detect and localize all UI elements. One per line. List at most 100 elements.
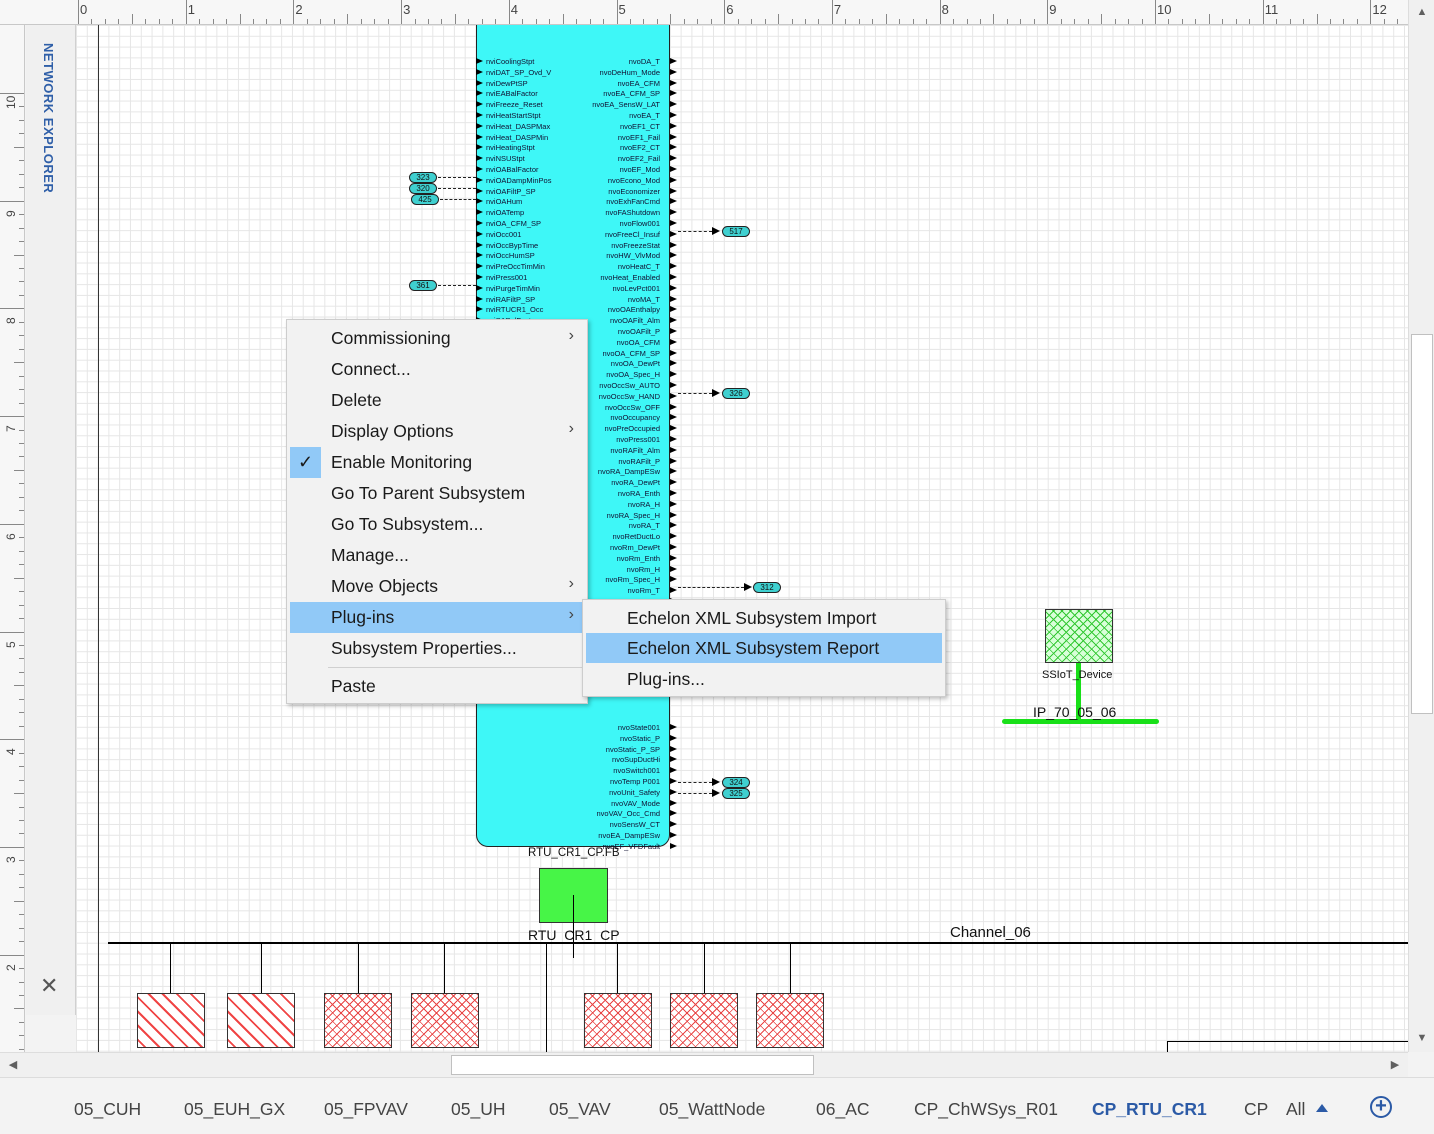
menu-item[interactable]: Subsystem Properties... <box>290 633 584 664</box>
connection-badge[interactable]: 425 <box>411 194 439 205</box>
output-pin-label[interactable]: nvoEA_T <box>629 111 660 120</box>
output-pin-label[interactable]: nvoStatic_P_SP <box>605 744 660 754</box>
output-pin-label[interactable]: nvoStatic_P <box>619 733 660 743</box>
output-pin-label[interactable]: nvoRetDuctLo <box>612 532 660 542</box>
page-tab[interactable]: 05_VAV <box>549 1099 611 1119</box>
output-pin-label[interactable]: nvoOccSw_HAND <box>598 391 660 401</box>
input-pin-label[interactable]: nviPreOccTimMin <box>486 262 545 272</box>
output-pin-label[interactable]: nvoSensW_CT <box>609 820 660 830</box>
output-pin-label[interactable]: nvoHeatC_T <box>617 262 660 272</box>
input-pin-label[interactable]: nviOAHum <box>486 197 523 207</box>
output-pin-label[interactable]: nvoEF1_CT <box>619 121 660 131</box>
device-shape[interactable] <box>670 993 738 1048</box>
output-pin-label[interactable]: nvoOccupancy <box>610 413 660 423</box>
input-pin-label[interactable]: nviHeat_DASPMax <box>486 121 551 131</box>
channel-bus-line[interactable] <box>108 942 1408 944</box>
output-pin-label[interactable]: nvoRA_Spec_H <box>606 510 660 520</box>
page-tab[interactable]: CP_ChWSys_R01 <box>914 1099 1058 1119</box>
output-pin-label[interactable]: nvoEcono_Mod <box>607 175 660 185</box>
vertical-scrollbar[interactable]: ▲ ▼ <box>1408 0 1434 1052</box>
network-explorer-title[interactable]: NETWORK EXPLORER <box>41 43 56 194</box>
connection-badge[interactable]: 325 <box>722 788 750 799</box>
output-pin-label[interactable]: nvoEconomizer <box>608 186 660 196</box>
output-pin-label[interactable]: nvoHW_VlvMod <box>606 251 660 261</box>
menu-item[interactable]: Manage... <box>290 540 584 571</box>
output-pin-label[interactable]: nvoRA_H <box>627 499 660 509</box>
input-pin-label[interactable]: nviOA_CFM_SP <box>486 219 542 228</box>
output-pin-label[interactable]: nvoEA_DampESw <box>598 831 660 840</box>
input-pin-label[interactable]: nviRTUCR1_Occ <box>486 305 544 315</box>
menu-item[interactable]: Commissioning› <box>290 323 584 354</box>
input-pin-label[interactable]: nviOABalFactor <box>486 165 539 174</box>
output-pin-label[interactable]: nvoOA_Spec_H <box>606 370 660 380</box>
output-pin-label[interactable]: nvoEF1_Fail <box>617 132 660 142</box>
output-pin-label[interactable]: nvoOAEnthalpy <box>607 305 660 315</box>
scroll-right-button[interactable]: ▶ <box>1390 1059 1400 1071</box>
horizontal-scroll-thumb[interactable] <box>451 1055 814 1075</box>
output-pin-label[interactable]: nvoRA_T <box>628 521 660 531</box>
input-pin-label[interactable]: nviOccHumSP <box>486 251 535 261</box>
output-pin-label[interactable]: nvoOAFilt_Alm <box>609 316 660 326</box>
vertical-scroll-thumb[interactable] <box>1411 334 1433 714</box>
page-tab[interactable]: 05_UH <box>451 1099 506 1119</box>
page-tab[interactable]: 06_AC <box>816 1099 870 1119</box>
output-pin-label[interactable]: nvoEF2_Fail <box>617 154 660 164</box>
horizontal-scrollbar[interactable]: ◀ ▶ <box>0 1052 1408 1077</box>
connection-badge[interactable]: 323 <box>409 172 437 183</box>
input-pin-label[interactable]: nviCoolingStpt <box>486 57 535 66</box>
input-pin-label[interactable]: nviHeatingStpt <box>486 143 535 153</box>
all-pages-button[interactable]: All <box>1286 1099 1306 1119</box>
menu-item[interactable]: Display Options› <box>290 416 584 447</box>
output-pin-label[interactable]: nvoEF2_CT <box>619 143 660 153</box>
output-pin-label[interactable]: nvoPreOccupied <box>604 424 660 434</box>
input-pin-label[interactable]: nviPurgeTimMin <box>486 283 540 293</box>
device-shape[interactable] <box>324 993 392 1048</box>
page-tab[interactable]: 05_EUH_GX <box>184 1099 286 1119</box>
page-tab[interactable]: CP_RTU_CR1 <box>1092 1099 1207 1119</box>
ssiot-device-shape[interactable] <box>1045 609 1113 663</box>
output-pin-label[interactable]: nvoVAV_Occ_Cmd <box>596 809 661 819</box>
device-shape[interactable] <box>756 993 824 1048</box>
output-pin-label[interactable]: nvoHeat_Enabled <box>600 273 660 282</box>
output-pin-label[interactable]: nvoSupDuctHi <box>612 755 660 765</box>
input-pin-label[interactable]: nviHeat_DASPMin <box>486 132 549 142</box>
connection-badge[interactable]: 320 <box>409 183 437 194</box>
output-pin-label[interactable]: nvoEA_SensW_LAT <box>592 100 660 110</box>
output-pin-label[interactable]: nvoExhFanCmd <box>606 197 660 207</box>
input-pin-label[interactable]: nviPress001 <box>486 273 528 282</box>
output-pin-label[interactable]: nvoEA_CFM <box>617 78 660 88</box>
input-pin-label[interactable]: nviFreeze_Reset <box>486 100 543 110</box>
menu-item[interactable]: Go To Parent Subsystem <box>290 478 584 509</box>
device-shape[interactable] <box>227 993 295 1048</box>
output-pin-label[interactable]: nvoFAShutdown <box>605 208 660 218</box>
output-pin-label[interactable]: nvoRA_Enth <box>617 489 660 498</box>
input-pin-label[interactable]: nviDewPtSP <box>486 78 528 88</box>
close-icon[interactable]: ✕ <box>40 973 59 998</box>
output-pin-label[interactable]: nvoOccSw_AUTO <box>599 381 660 390</box>
ip-channel-bus[interactable] <box>1002 719 1159 724</box>
submenu-item[interactable]: Echelon XML Subsystem Import <box>586 603 942 633</box>
device-shape[interactable] <box>411 993 479 1048</box>
output-pin-label[interactable]: nvoFreeCl_Insuf <box>604 229 660 239</box>
output-pin-label[interactable]: nvoEF_VFDFault <box>602 841 660 851</box>
submenu-item[interactable]: Echelon XML Subsystem Report <box>586 633 942 663</box>
input-pin-label[interactable]: nviHeatStartStpt <box>486 111 541 120</box>
device-shape[interactable] <box>137 993 205 1048</box>
output-pin-label[interactable]: nvoRm_DewPt <box>609 543 660 552</box>
scroll-left-button[interactable]: ◀ <box>8 1059 18 1071</box>
input-pin-label[interactable]: nviRAFiltP_SP <box>486 294 536 304</box>
output-pin-label[interactable]: nvoRAFilt_P <box>618 456 660 466</box>
scroll-down-button[interactable]: ▼ <box>1416 1032 1428 1044</box>
connection-badge[interactable]: 312 <box>753 582 781 593</box>
output-pin-label[interactable]: nvoPress001 <box>616 435 660 444</box>
output-pin-label[interactable]: nvoEA_CFM_SP <box>603 89 660 99</box>
input-pin-label[interactable]: nviOcc001 <box>486 229 522 239</box>
menu-item[interactable]: Plug-ins› <box>290 602 584 633</box>
input-pin-label[interactable]: nviOAFiltP_SP <box>486 186 536 196</box>
output-pin-label[interactable]: nvoRm_T <box>627 586 660 596</box>
output-pin-label[interactable]: nvoSwitch001 <box>613 766 660 776</box>
output-pin-label[interactable]: nvoFlow001 <box>619 219 660 228</box>
output-pin-label[interactable]: nvoRm_Enth <box>616 553 660 563</box>
